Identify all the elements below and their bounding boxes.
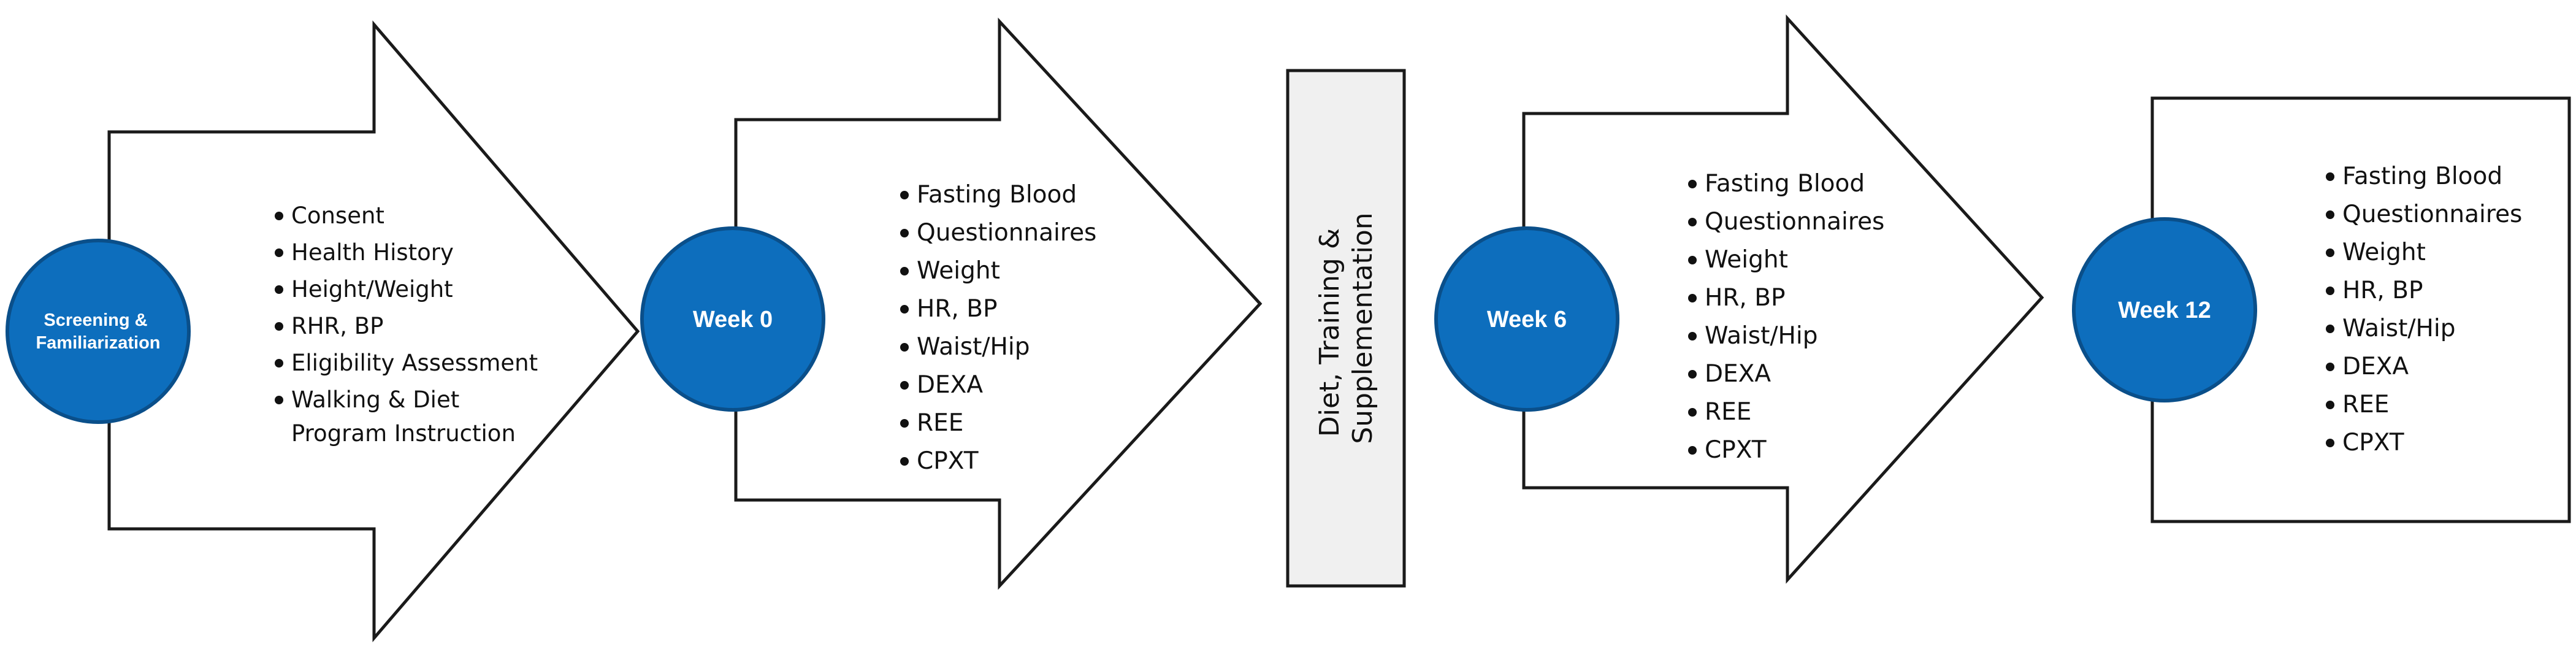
stage-item: HR, BP — [2342, 277, 2423, 304]
stage-arrow — [107, 20, 640, 642]
bullet-icon — [2326, 172, 2334, 181]
stage-label-line: Week 0 — [693, 307, 773, 333]
stage-arrow — [1522, 14, 2044, 584]
bullet-icon — [275, 359, 283, 368]
stage-item: Fasting Blood — [917, 181, 1077, 209]
bullet-icon — [900, 267, 909, 275]
stage-item: HR, BP — [917, 295, 998, 323]
intervention-rect — [1286, 69, 1406, 588]
stage-item: CPXT — [917, 447, 979, 475]
bullet-icon — [900, 343, 909, 352]
bullet-icon — [1688, 332, 1697, 341]
stage-item: HR, BP — [1705, 284, 1786, 312]
stage-item: Questionnaires — [1705, 208, 1884, 236]
stage-screening: Screening & Familiarization Consent Heal… — [6, 20, 640, 642]
bullet-icon — [275, 396, 283, 404]
stage-item: Waist/Hip — [1705, 322, 1817, 350]
stage-week-12: Week 12 Fasting Blood Questionnaires Wei… — [2072, 96, 2571, 523]
stage-item: DEXA — [2342, 353, 2409, 380]
stage-item: CPXT — [2342, 429, 2404, 456]
stage-item: Weight — [917, 257, 1000, 285]
stage-item-list: Fasting Blood Questionnaires Weight HR, … — [900, 181, 1096, 475]
bullet-icon — [2326, 401, 2334, 409]
stage-label-line: Familiarization — [36, 333, 160, 353]
bullet-icon — [1688, 370, 1697, 379]
stage-item: Waist/Hip — [2342, 315, 2455, 342]
stage-label: Week 12 — [2118, 298, 2211, 323]
stage-item: Questionnaires — [2342, 201, 2522, 228]
intervention-box: Diet, Training & Supplementation — [1286, 69, 1406, 588]
bullet-icon — [275, 248, 283, 257]
stage-item: Fasting Blood — [2342, 163, 2502, 190]
bullet-icon — [2326, 363, 2334, 371]
stage-item-list: Fasting Blood Questionnaires Weight HR, … — [1688, 170, 1884, 464]
stage-item: REE — [2342, 391, 2389, 418]
bullet-icon — [2326, 439, 2334, 447]
stage-item-list: Consent Health History Height/Weight RHR… — [275, 202, 538, 447]
stage-item: Height/Weight — [291, 276, 453, 302]
bullet-icon — [275, 212, 283, 220]
stage-item: REE — [1705, 398, 1751, 426]
stage-item: REE — [917, 409, 963, 437]
stage-circle — [1434, 226, 1619, 412]
bullet-icon — [1688, 256, 1697, 264]
stage-week-0: Week 0 Fasting Blood Questionnaires Weig… — [640, 17, 1263, 590]
intervention-label: Diet, Training & Supplementation — [1314, 212, 1378, 444]
bullet-icon — [1688, 408, 1697, 417]
bullet-icon — [900, 229, 909, 237]
stage-item: Waist/Hip — [917, 333, 1030, 361]
intervention-label-line: Supplementation — [1347, 212, 1378, 444]
stage-label: Week 6 — [1487, 307, 1567, 333]
stage-item: Weight — [1705, 246, 1788, 274]
stage-item: Health History — [291, 239, 454, 266]
stage-item: DEXA — [1705, 360, 1771, 388]
stage-circle — [2072, 217, 2257, 402]
stage-label: Screening & Familiarization — [36, 310, 160, 353]
bullet-icon — [1688, 446, 1697, 455]
stage-circle — [6, 239, 191, 424]
bullet-icon — [275, 322, 283, 331]
stage-item-continuation: Program Instruction — [291, 420, 516, 447]
stage-label-line: Week 6 — [1487, 307, 1567, 333]
bullet-icon — [275, 285, 283, 294]
bullet-icon — [900, 191, 909, 199]
stage-item: Weight — [2342, 239, 2426, 266]
stage-item: Consent — [291, 202, 384, 229]
bullet-icon — [2326, 248, 2334, 257]
stage-week-6: Week 6 Fasting Blood Questionnaires Weig… — [1434, 14, 2044, 584]
stage-item: Walking & Diet — [291, 387, 459, 413]
bullet-icon — [900, 305, 909, 314]
bullet-icon — [900, 419, 909, 428]
bullet-icon — [1688, 294, 1697, 302]
bullet-icon — [900, 381, 909, 390]
intervention-label-line: Diet, Training & — [1314, 228, 1345, 437]
stage-arrow — [734, 17, 1263, 590]
stage-item: Questionnaires — [917, 219, 1096, 247]
stage-label-line: Week 12 — [2118, 298, 2211, 323]
stage-item-list: Fasting Blood Questionnaires Weight HR, … — [2326, 163, 2522, 456]
stage-circle — [640, 226, 825, 412]
stage-label: Week 0 — [693, 307, 773, 333]
stage-item: RHR, BP — [291, 313, 383, 339]
stage-item: DEXA — [917, 371, 983, 399]
bullet-icon — [2326, 287, 2334, 295]
bullet-icon — [2326, 325, 2334, 333]
bullet-icon — [1688, 218, 1697, 226]
stage-item: Eligibility Assessment — [291, 350, 538, 376]
bullet-icon — [900, 457, 909, 466]
bullet-icon — [1688, 180, 1697, 188]
stage-item: Fasting Blood — [1705, 170, 1865, 198]
bullet-icon — [2326, 210, 2334, 219]
stage-label-line: Screening & — [44, 310, 147, 330]
stage-item: CPXT — [1705, 436, 1767, 464]
